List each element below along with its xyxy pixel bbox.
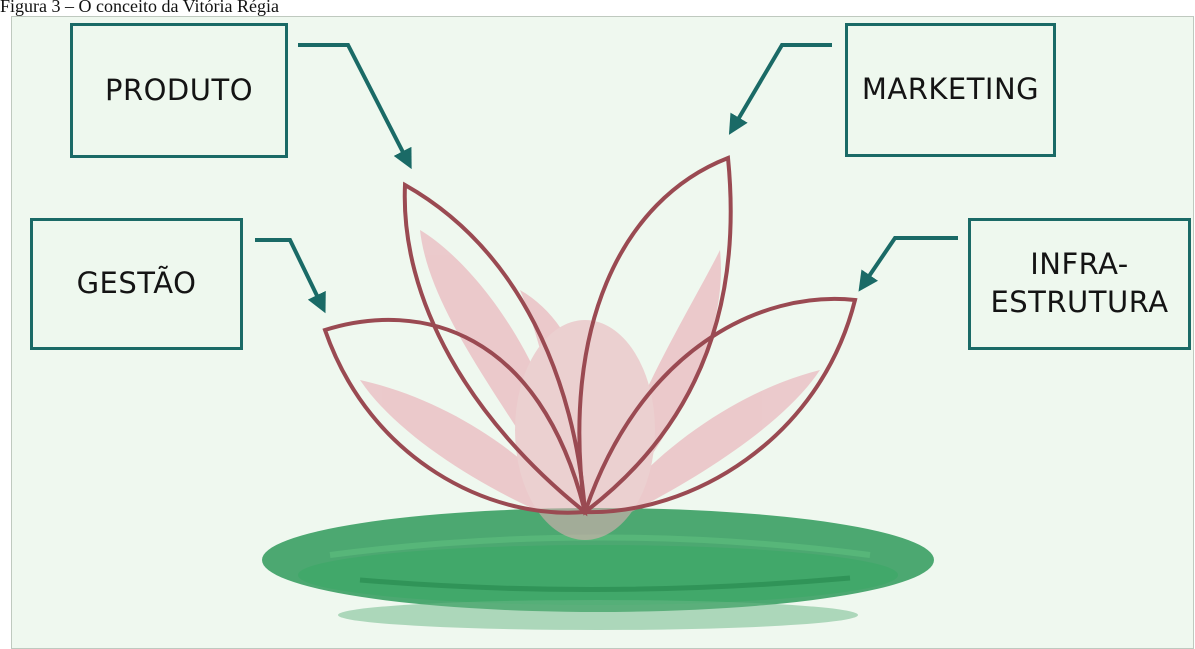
marketing-label: MARKETING bbox=[862, 71, 1039, 109]
arrow-produto bbox=[298, 45, 408, 162]
infra-label-line2: ESTRUTURA bbox=[990, 284, 1168, 322]
label-box-marketing: MARKETING bbox=[845, 23, 1056, 157]
label-box-gestao: GESTÃO bbox=[30, 218, 243, 350]
produto-label: PRODUTO bbox=[105, 72, 253, 110]
label-box-produto: PRODUTO bbox=[70, 23, 288, 158]
label-box-infraestrutura: INFRA- ESTRUTURA bbox=[968, 218, 1191, 350]
infra-label-line1: INFRA- bbox=[990, 246, 1168, 284]
gestao-label: GESTÃO bbox=[77, 265, 197, 303]
arrow-infra bbox=[863, 238, 958, 285]
arrow-gestao bbox=[255, 240, 322, 306]
arrow-marketing bbox=[733, 45, 832, 128]
